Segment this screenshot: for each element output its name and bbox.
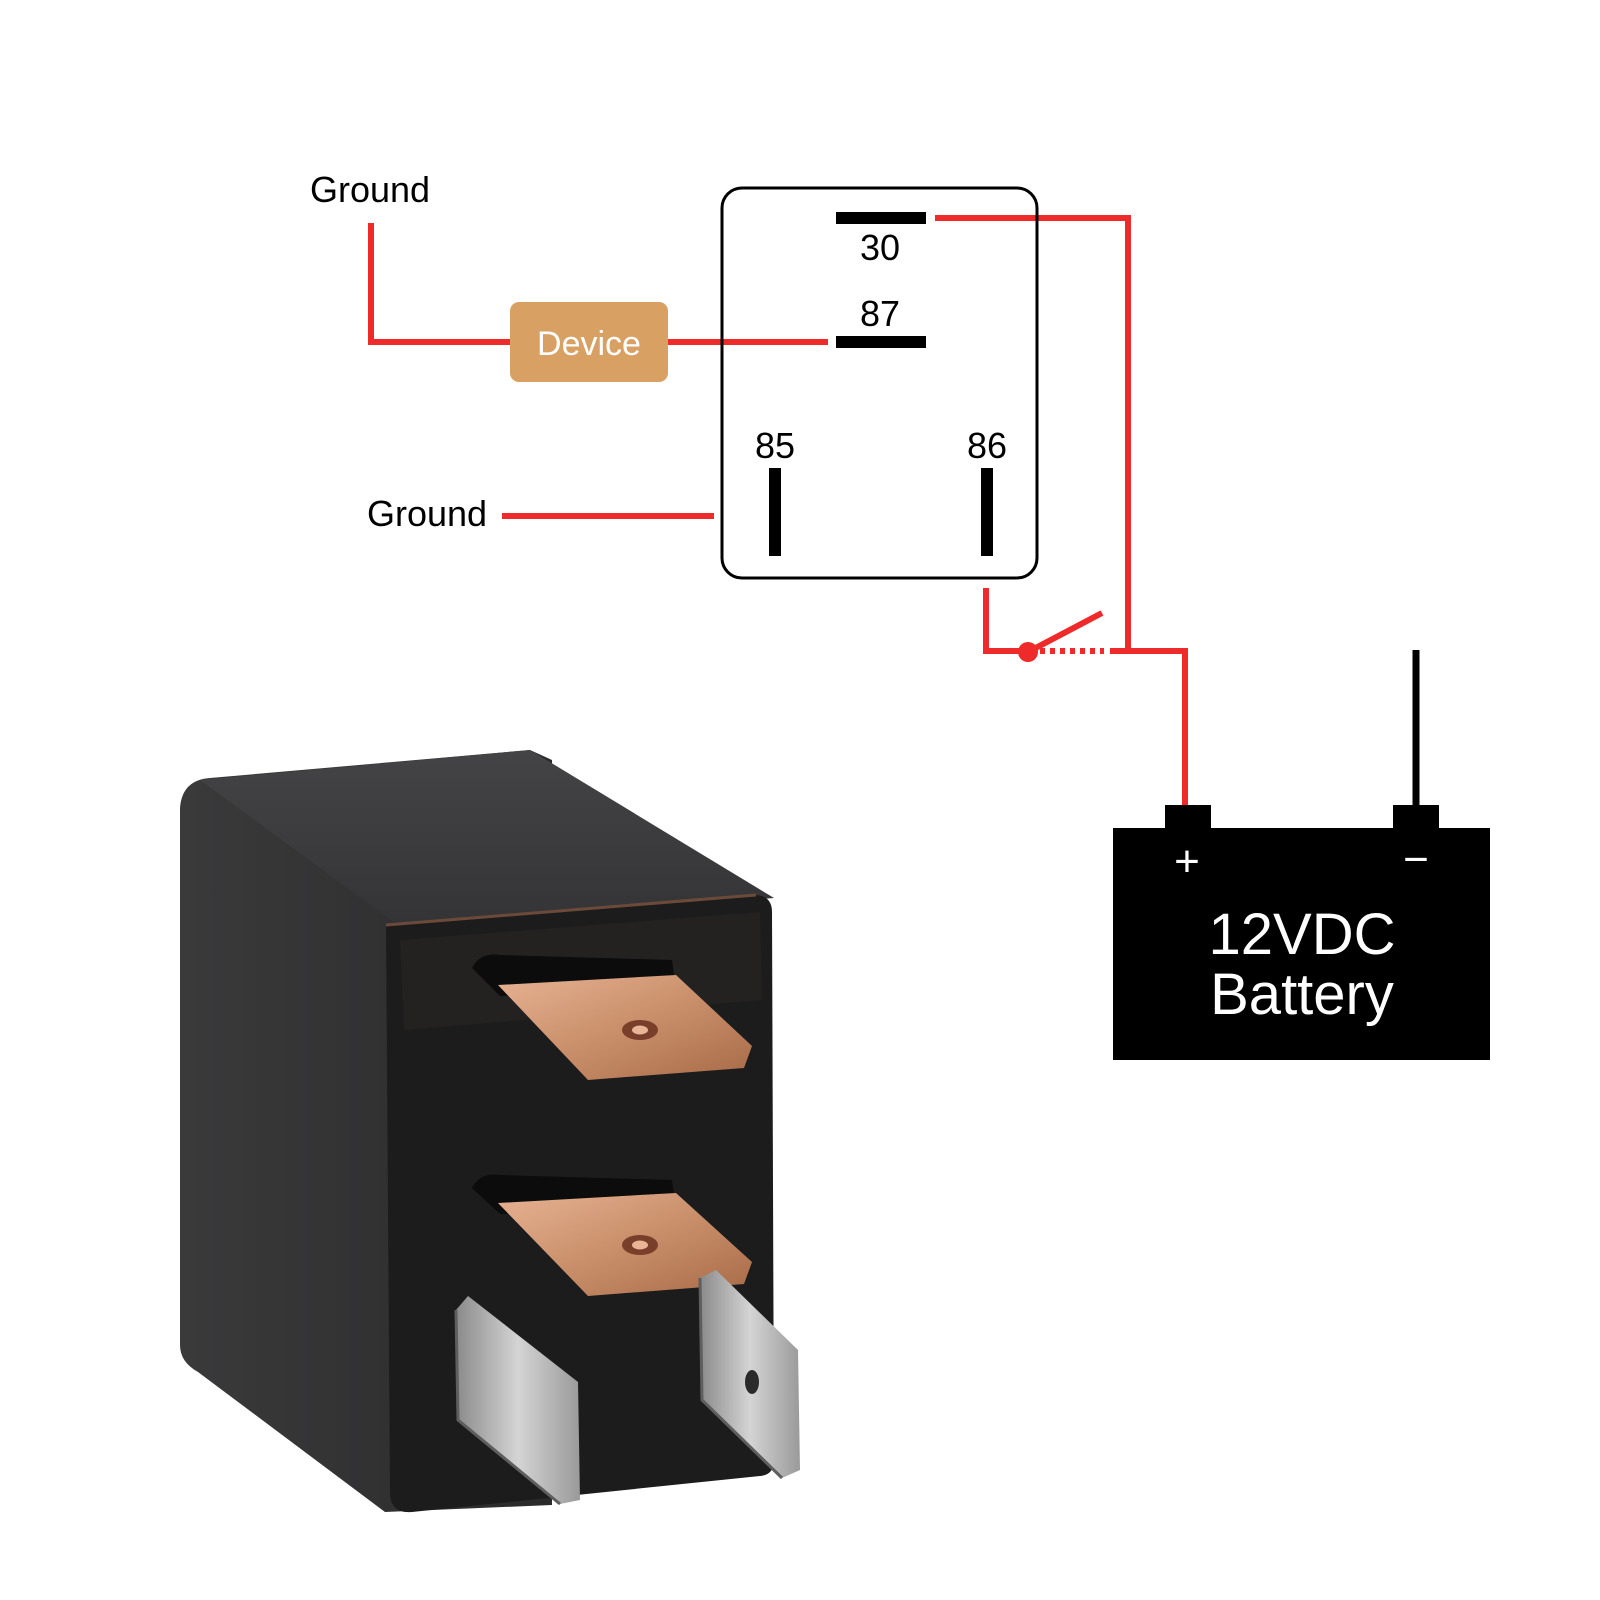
ground-label-top: Ground: [310, 169, 430, 210]
pin-87-label: 87: [860, 293, 900, 334]
device-box: Device: [510, 302, 668, 382]
relay-schematic: 30 87 85 86: [720, 186, 1039, 580]
pin-86-bar: [981, 468, 993, 556]
device-label: Device: [537, 325, 641, 363]
terminal-30-hole-inner: [632, 1240, 648, 1250]
ground-label-mid: Ground: [367, 493, 487, 534]
battery: + − 12VDC Battery: [1113, 650, 1490, 1060]
terminal-87-hole-inner: [632, 1025, 648, 1035]
battery-body: [1113, 828, 1490, 1060]
terminal-85-edge: [454, 1309, 561, 1506]
battery-minus-sign: −: [1403, 835, 1429, 884]
switch-lever: [1026, 610, 1104, 655]
terminal-85: [456, 1296, 580, 1504]
terminal-86-hole: [745, 1370, 759, 1394]
battery-name-label: Battery: [1210, 962, 1394, 1027]
wire-30-to-battery: [935, 215, 1131, 651]
terminal-86-edge: [698, 1277, 784, 1480]
wiring: [368, 215, 1188, 805]
pin-30-bar: [836, 212, 926, 224]
pin-85-bar: [769, 468, 781, 556]
pin-86-label: 86: [967, 425, 1007, 466]
pin-30-label: 30: [860, 227, 900, 268]
pin-87-bar: [836, 336, 926, 348]
wire-86-to-switch: [983, 588, 1027, 654]
relay-top-face: [200, 750, 774, 925]
relay-photo: [180, 750, 800, 1513]
relay-outline: [720, 186, 1039, 580]
battery-voltage-label: 12VDC: [1209, 902, 1396, 967]
relay-edge-highlight: [385, 893, 757, 927]
pin-85-label: 85: [755, 425, 795, 466]
device-block: [510, 302, 668, 382]
wire-switch-to-battery-positive: [1110, 648, 1188, 805]
wire-ground-to-device: [368, 223, 510, 345]
switch-pivot: [1018, 642, 1038, 662]
battery-plus-sign: +: [1174, 837, 1200, 886]
